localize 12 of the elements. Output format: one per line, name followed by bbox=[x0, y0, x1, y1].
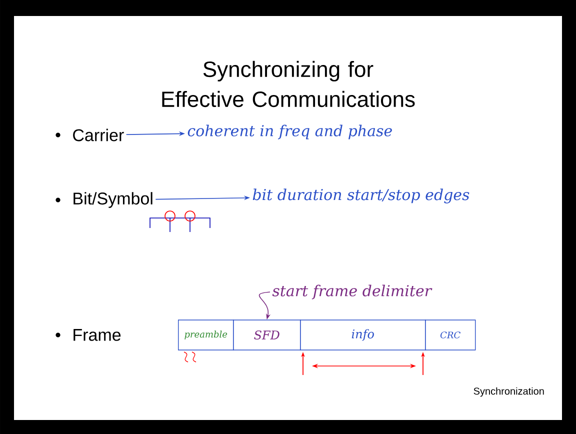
title: Synchronizing for Effective Communications bbox=[162, 60, 415, 108]
bullet-text: Bit/Symbol bbox=[74, 192, 152, 208]
footer-text: Synchronization bbox=[474, 387, 544, 397]
callout-text: start frame delimiter bbox=[272, 284, 432, 300]
handwritten-note: coherent in freq and phase bbox=[188, 124, 392, 140]
frame-field: preamble bbox=[178, 320, 234, 350]
frame-field: SFD bbox=[233, 320, 301, 350]
handwritten-note: bit duration start/stop edges bbox=[252, 188, 470, 204]
frame-field: CRC bbox=[425, 320, 476, 350]
bullet-text: Carrier bbox=[73, 128, 124, 142]
bullet-text: Frame bbox=[74, 329, 121, 341]
frame-field: info bbox=[300, 320, 426, 350]
